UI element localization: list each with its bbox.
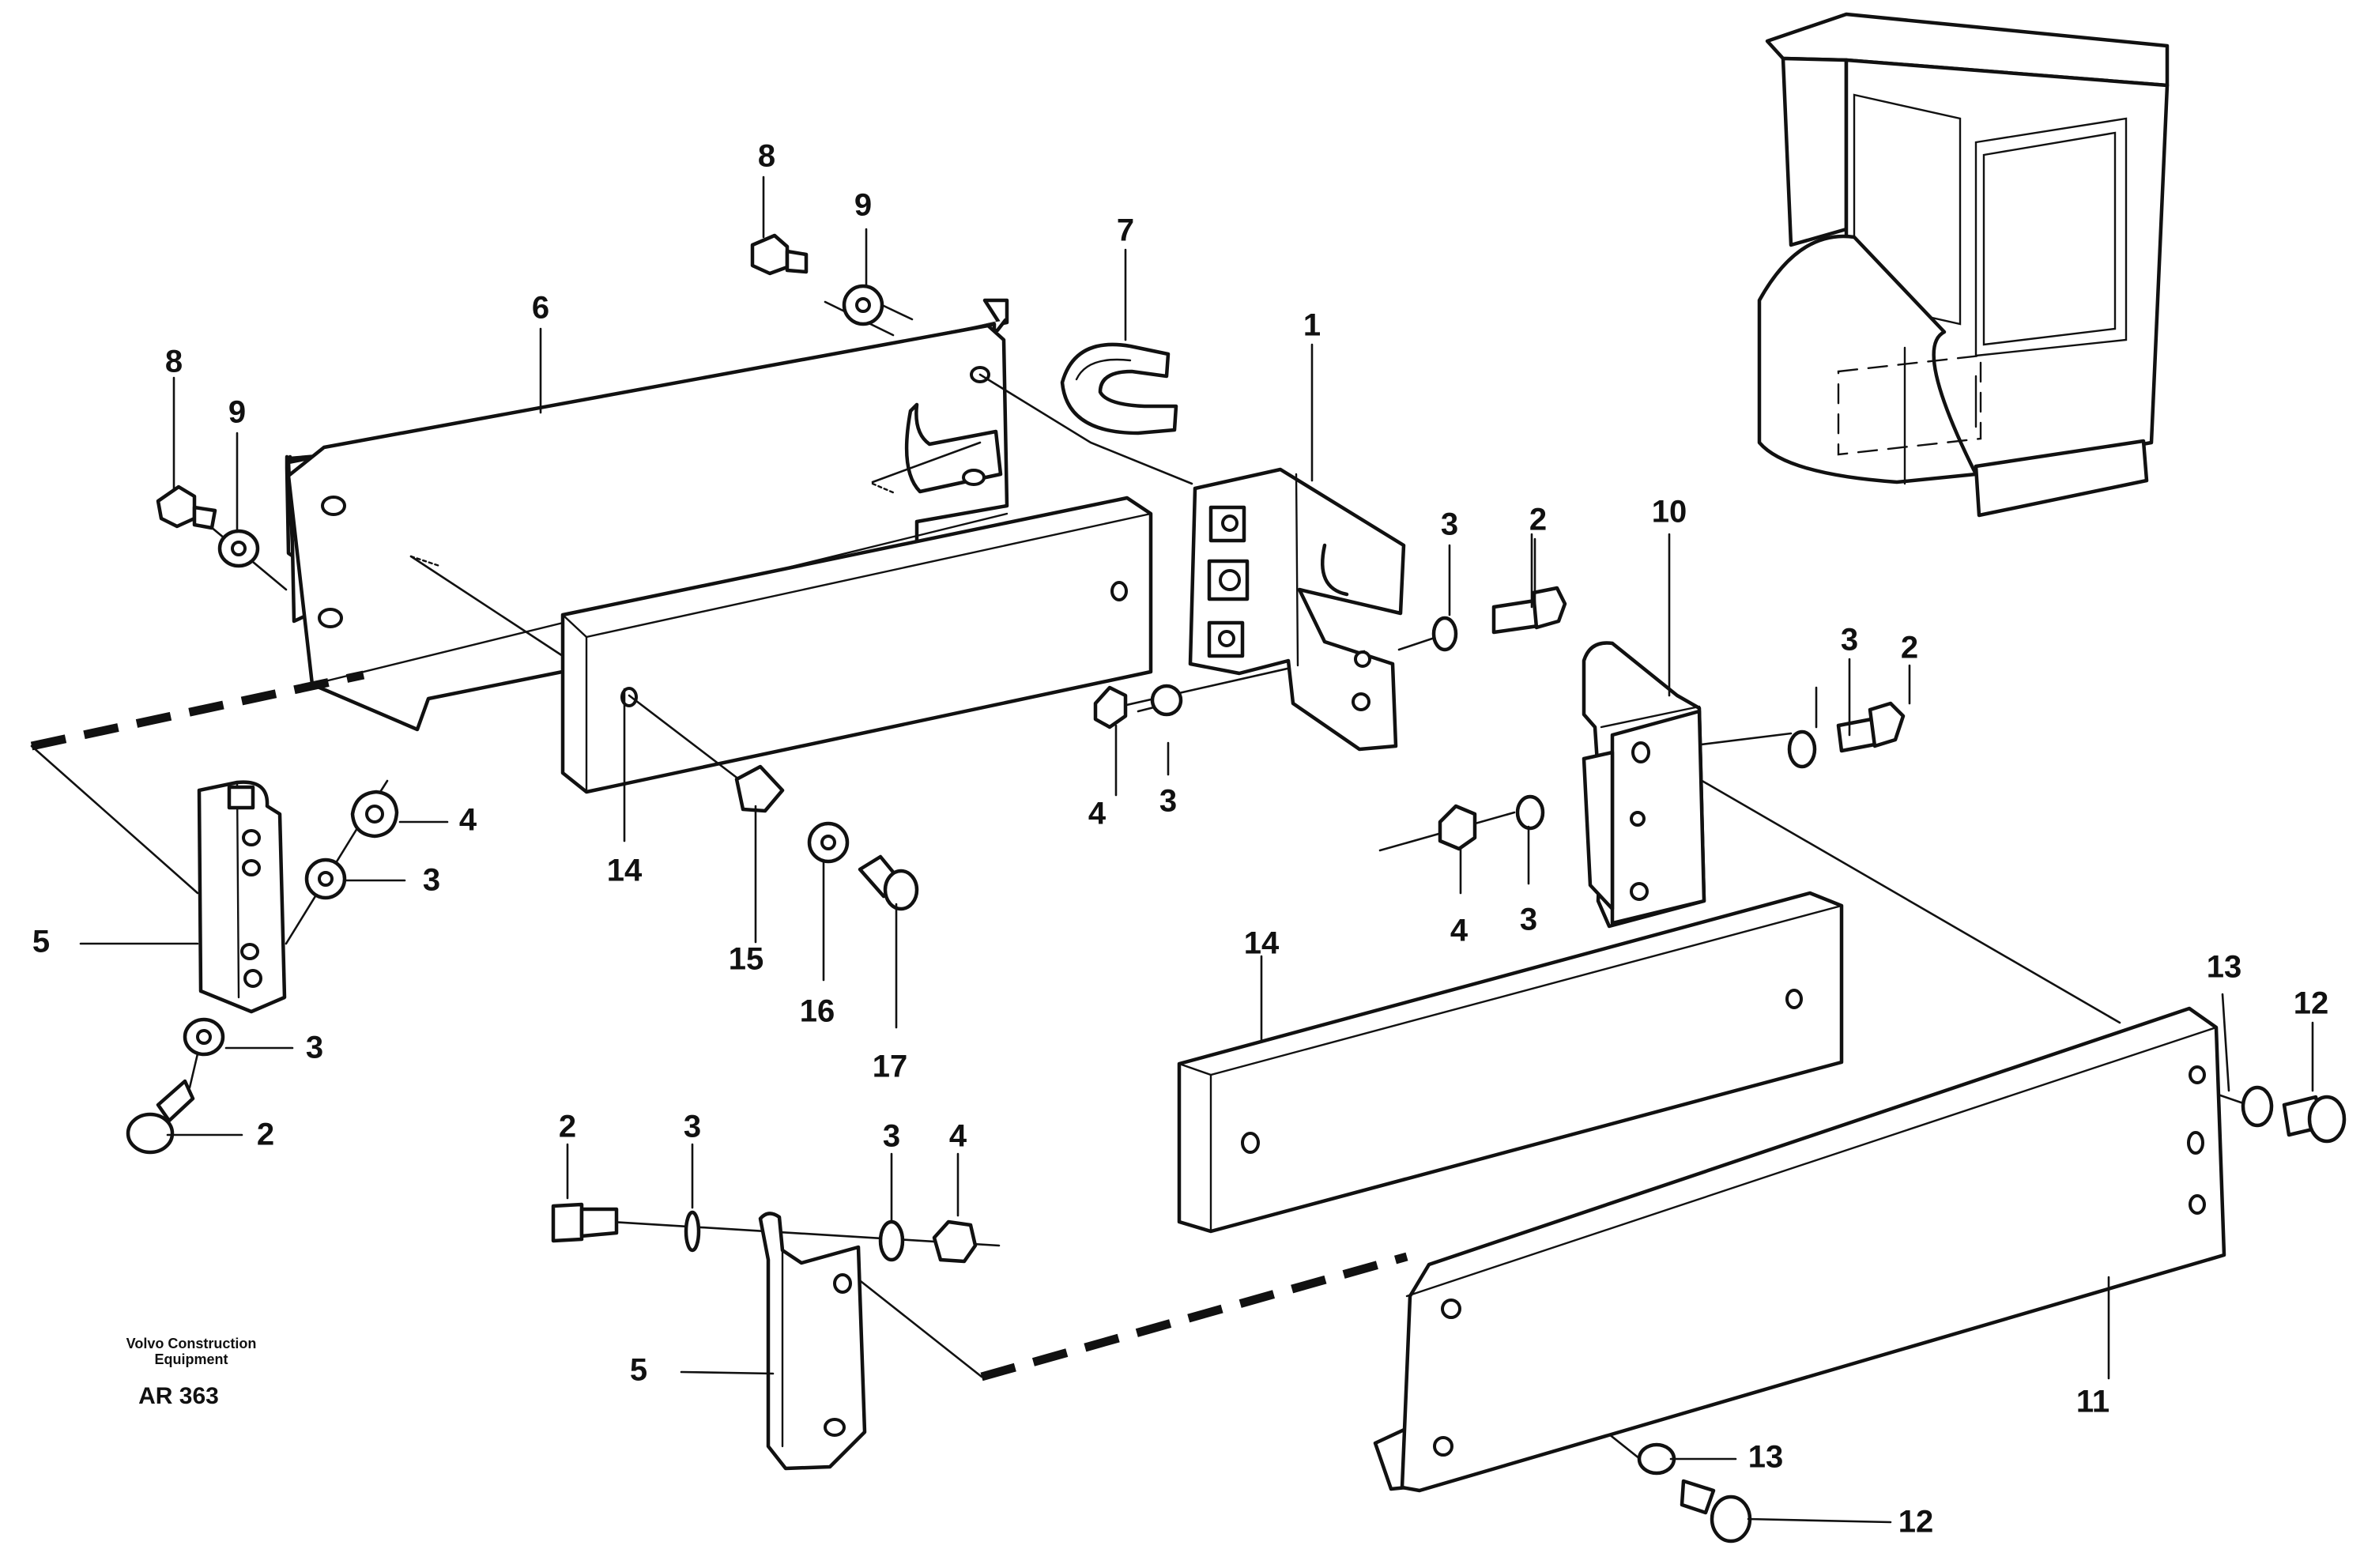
bracket-5-left [197,780,287,1014]
callout-2-bracket10: 2 [1901,631,1918,665]
machine-cab-illustration [1757,12,2170,518]
callout-14-upper: 14 [607,854,643,888]
u-shim-7 [1060,342,1178,435]
spacer-bar-14-lower [1177,891,1844,1234]
bolt-8-left [156,484,217,530]
callout-11: 11 [2076,1385,2109,1419]
bolt-2-lower [551,1202,619,1243]
callout-4-left: 4 [459,803,477,838]
callout-3-left: 3 [423,863,440,898]
nut-4-lower [932,1219,978,1264]
callout-13-right: 13 [2207,950,2242,985]
dashed-assembly-line-lower [980,1252,1408,1381]
callout-5-lower: 5 [630,1353,647,1388]
mounting-plate-1 [1188,467,1406,752]
callout-15: 15 [729,942,764,977]
nut-4-plate1 [1093,685,1128,729]
washer-3-plate1-back [1150,684,1183,717]
leader-washer9-upper [880,303,914,321]
nut-4-bracket10 [1438,804,1477,851]
bracket-10 [1582,641,1706,929]
callout-12-lower: 12 [1898,1505,1934,1540]
diagram-caption: Volvo Construction Equipment AR 363 [126,1336,257,1409]
assembly-guide-lines [30,300,2254,1470]
bolt-2-left [126,1079,195,1155]
callout-4-lower: 4 [949,1119,967,1154]
bracket-5-lower [758,1212,867,1471]
bracket-11 [1373,1006,2226,1493]
callout-3-lower-a: 3 [684,1110,701,1144]
callout-8-upper: 8 [758,139,775,174]
stud-bolts [409,482,896,567]
callout-2-left: 2 [257,1118,274,1152]
callout-6: 6 [532,291,549,326]
callout-5-left: 5 [32,925,50,959]
washer-3-bracket10-front [1515,794,1545,831]
callout-14-lower: 14 [1244,926,1280,961]
washer-3-plate1 [1431,616,1458,652]
spacer-15 [734,764,785,813]
callout-9-left: 9 [228,395,246,430]
bolt-2-plate1 [1491,586,1567,635]
callout-10: 10 [1652,495,1687,530]
callout-4-plate1: 4 [1088,797,1107,831]
washer-13-right [2241,1085,2274,1128]
callout-8-left: 8 [165,345,183,379]
callout-3-plate1-back: 3 [1159,784,1177,819]
spacer-bar-14-upper [560,496,1153,794]
washer-3-bracket10 [1787,729,1817,769]
callout-labels: 1 2 2 2 2 3 3 3 3 3 3 3 3 4 4 4 4 5 5 6 … [32,139,2328,1540]
callout-17: 17 [873,1050,908,1084]
washer-3-lower-a [684,1210,701,1253]
callout-13-lower: 13 [1748,1440,1784,1475]
callout-3-lower-b: 3 [883,1119,900,1154]
callout-16: 16 [800,994,835,1029]
bolt-12-lower [1680,1479,1752,1544]
washer-13-lower [1637,1442,1676,1476]
callout-3-bracket10-front: 3 [1520,903,1537,937]
callout-7: 7 [1117,213,1134,248]
callout-leader-lines [79,175,2314,1524]
callout-1: 1 [1303,308,1321,343]
diagram-code: AR 363 [138,1383,219,1409]
washer-3-lower-b [878,1219,905,1262]
callout-4-bracket10: 4 [1450,914,1468,948]
nut-4-left [350,790,399,839]
caption-company: Volvo Construction [126,1336,257,1351]
bolt-2-bracket10 [1836,701,1906,753]
dashed-assembly-line-upper [30,670,365,751]
callout-3-left-low: 3 [306,1031,323,1065]
bolt-12-right [2282,1095,2347,1144]
callout-2-plate1: 2 [1529,503,1547,537]
callout-12-right: 12 [2294,986,2329,1021]
callout-2-lower: 2 [559,1110,576,1144]
callout-3-bracket10: 3 [1841,623,1858,658]
callout-3-plate1: 3 [1441,507,1458,542]
callout-9-upper: 9 [854,188,872,223]
bolt-8-upper [750,233,809,276]
caption-company-line2: Equipment [155,1351,228,1367]
bolt-17 [858,854,919,911]
